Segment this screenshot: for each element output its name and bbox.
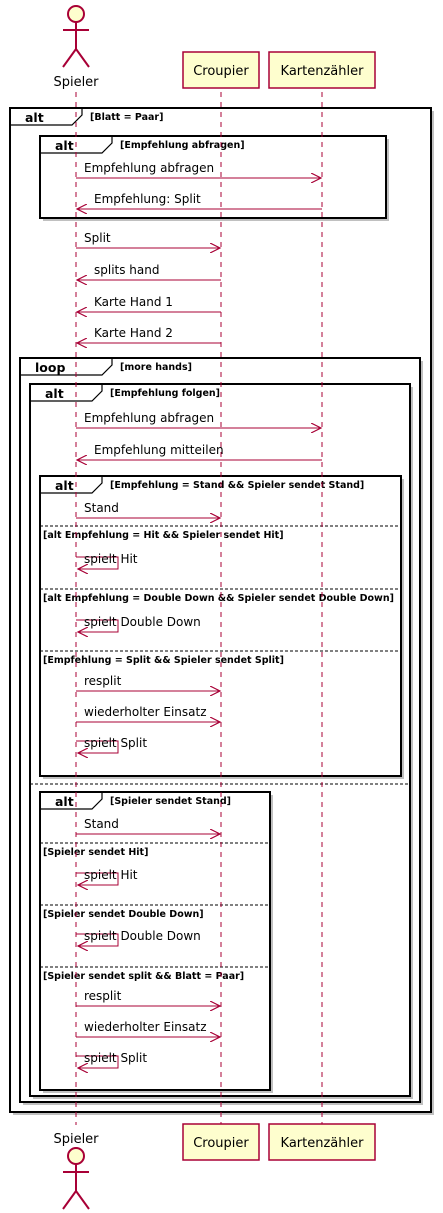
message-label: Empfehlung abfragen bbox=[84, 161, 214, 175]
message: wiederholter Einsatz bbox=[76, 1020, 220, 1037]
else-separator: [Spieler sendet split && Blatt = Paar] bbox=[40, 966, 270, 982]
message-label: Empfehlung: Split bbox=[94, 192, 201, 206]
participant-name: Kartenzähler bbox=[281, 64, 365, 79]
participant-croupier-bottom: Croupier bbox=[182, 1123, 260, 1161]
message: Empfehlung: Split bbox=[77, 192, 322, 209]
frame-keyword: alt bbox=[55, 478, 74, 493]
actor-spieler-bottom: Spieler bbox=[53, 1132, 99, 1210]
message: Split bbox=[76, 231, 220, 248]
actor-spieler-top: Spieler bbox=[53, 5, 99, 90]
else-separator: [alt Empfehlung = Double Down && Spieler… bbox=[40, 588, 401, 604]
message-label: Stand bbox=[84, 501, 119, 515]
message: Empfehlung mitteilen bbox=[77, 443, 322, 460]
message-label: Split bbox=[84, 231, 111, 245]
frame-condition: [Empfehlung = Stand && Spieler sendet St… bbox=[110, 480, 364, 491]
frame-condition: [Blatt = Paar] bbox=[90, 112, 163, 123]
participant-zaehler-top: Kartenzähler bbox=[268, 51, 376, 89]
frame-condition: [Empfehlung abfragen] bbox=[120, 140, 245, 151]
message-label: spielt Hit bbox=[84, 868, 138, 882]
else-condition: [Empfehlung = Split && Spieler sendet Sp… bbox=[43, 655, 284, 666]
message: resplit bbox=[76, 674, 220, 691]
frame-keyword: alt bbox=[55, 138, 74, 153]
message-label: resplit bbox=[84, 674, 122, 688]
message: spielt Double Down bbox=[76, 929, 201, 946]
message-label: spielt Double Down bbox=[84, 615, 201, 629]
message-label: spielt Double Down bbox=[84, 929, 201, 943]
frame-keyword: alt bbox=[25, 110, 44, 125]
message-label: spielt Split bbox=[84, 1051, 147, 1065]
participant-name: Croupier bbox=[193, 1136, 249, 1151]
else-separator: [Spieler sendet Double Down] bbox=[40, 904, 270, 920]
else-condition: [alt Empfehlung = Double Down && Spieler… bbox=[43, 593, 394, 604]
participant-zaehler-bottom: Kartenzähler bbox=[268, 1123, 376, 1161]
participant-name: Kartenzähler bbox=[281, 1136, 365, 1151]
frame-keyword: loop bbox=[35, 360, 65, 375]
message: Empfehlung abfragen bbox=[76, 411, 321, 428]
message: spielt Hit bbox=[76, 552, 138, 569]
message: Stand bbox=[76, 501, 220, 518]
else-condition: [Spieler sendet Double Down] bbox=[43, 909, 204, 920]
message: Karte Hand 2 bbox=[77, 326, 221, 343]
message: splits hand bbox=[77, 263, 221, 280]
message-label: wiederholter Einsatz bbox=[84, 1020, 207, 1034]
message: Karte Hand 1 bbox=[77, 295, 221, 312]
message-label: splits hand bbox=[94, 263, 160, 277]
message-label: Empfehlung mitteilen bbox=[94, 443, 224, 457]
else-separator: [Spieler sendet Hit] bbox=[40, 842, 270, 858]
message: spielt Split bbox=[76, 1051, 147, 1068]
message: Stand bbox=[76, 817, 220, 834]
message-label: Karte Hand 2 bbox=[94, 326, 173, 340]
message-label: spielt Hit bbox=[84, 552, 138, 566]
message: spielt Hit bbox=[76, 868, 138, 885]
participant-name: Croupier bbox=[193, 64, 249, 79]
else-condition: [Spieler sendet Hit] bbox=[43, 847, 148, 858]
message: spielt Split bbox=[76, 736, 147, 753]
else-condition: [Spieler sendet split && Blatt = Paar] bbox=[43, 971, 244, 982]
else-separator: [Empfehlung = Split && Spieler sendet Sp… bbox=[40, 650, 401, 666]
frame-condition: [more hands] bbox=[120, 362, 192, 373]
frame-condition: [Empfehlung folgen] bbox=[110, 388, 220, 399]
message-label: spielt Split bbox=[84, 736, 147, 750]
actor-name: Spieler bbox=[53, 75, 99, 90]
alt-frame: alt [Empfehlung abfragen] bbox=[39, 135, 389, 221]
message: Empfehlung abfragen bbox=[76, 161, 321, 178]
message: wiederholter Einsatz bbox=[76, 705, 220, 722]
message-label: resplit bbox=[84, 989, 122, 1003]
message-label: Karte Hand 1 bbox=[94, 295, 173, 309]
frame-condition: [Spieler sendet Stand] bbox=[110, 796, 231, 807]
frame-keyword: alt bbox=[45, 386, 64, 401]
actor-name: Spieler bbox=[53, 1132, 99, 1147]
message-label: Empfehlung abfragen bbox=[84, 411, 214, 425]
frame-keyword: alt bbox=[55, 794, 74, 809]
message-label: Stand bbox=[84, 817, 119, 831]
message-label: wiederholter Einsatz bbox=[84, 705, 207, 719]
message: spielt Double Down bbox=[76, 615, 201, 632]
message: resplit bbox=[76, 989, 220, 1006]
participant-croupier-top: Croupier bbox=[182, 51, 260, 89]
else-condition: [alt Empfehlung = Hit && Spieler sendet … bbox=[43, 530, 284, 541]
